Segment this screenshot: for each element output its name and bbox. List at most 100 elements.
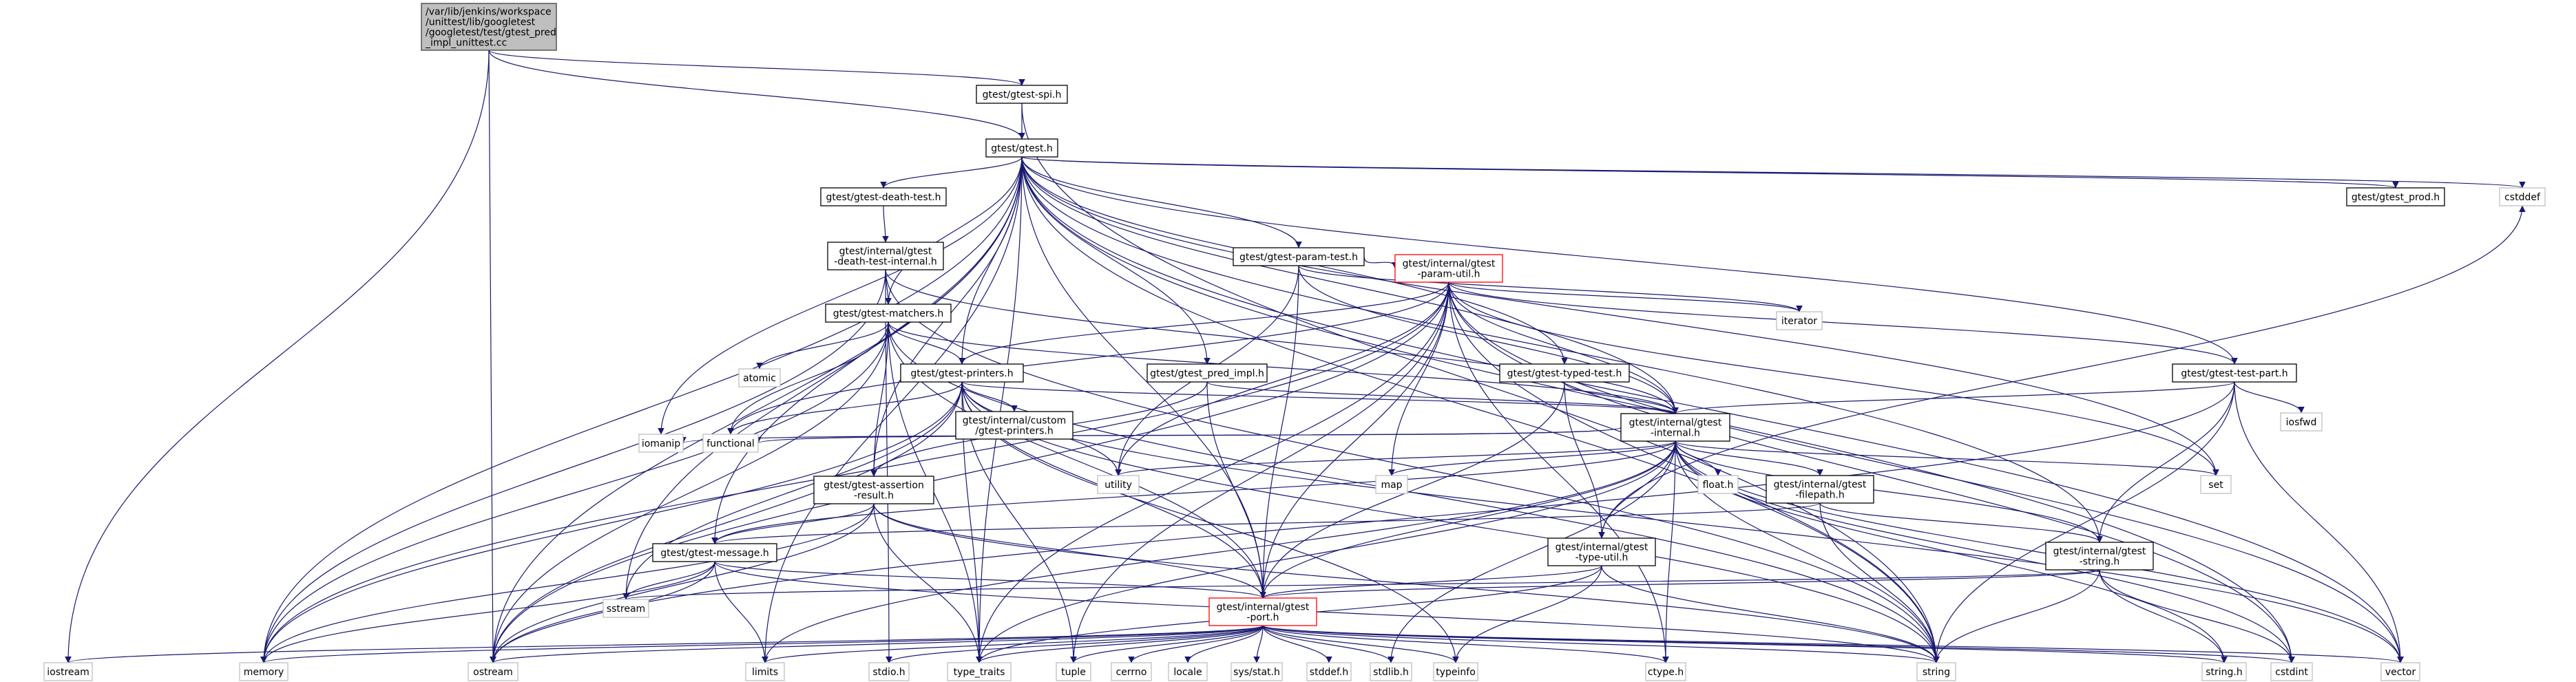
node-gtest-param-test-h[interactable]: gtest/gtest-param-test.h bbox=[1233, 247, 1365, 266]
node-gtest-pred-impl-h[interactable]: gtest/gtest_pred_impl.h bbox=[1146, 363, 1268, 383]
node-iosfwd[interactable]: iosfwd bbox=[2280, 412, 2323, 431]
edge-gtest_internal_h-to-string bbox=[1675, 440, 1940, 663]
edge-death_test_internal_h-to-gtest_internal_h bbox=[885, 269, 1679, 414]
node-type-traits[interactable]: type_traits bbox=[947, 662, 1012, 681]
node-gtest-port-h[interactable]: gtest/internal/gtest-port.h bbox=[1208, 597, 1317, 626]
edge-gtest_matchers_h-to-gtest_printers_h bbox=[888, 321, 965, 365]
node-gtest-typed-test-h[interactable]: gtest/gtest-typed-test.h bbox=[1499, 363, 1630, 383]
node-gtest-h[interactable]: gtest/gtest.h bbox=[985, 138, 1058, 158]
edge-gtest_printers_h-to-memory bbox=[260, 381, 963, 663]
node-gtest-death-test-h[interactable]: gtest/gtest-death-test.h bbox=[820, 187, 947, 206]
node-string-h[interactable]: string.h bbox=[2201, 662, 2247, 681]
node-param-util-h[interactable]: gtest/internal/gtest-param-util.h bbox=[1394, 254, 1503, 283]
node-stdlib-h[interactable]: stdlib.h bbox=[1370, 662, 1412, 681]
edge-gtest_port_h-to-cerrno bbox=[1128, 625, 1264, 663]
edge-type_util_h-to-gtest_port_h bbox=[1259, 565, 1602, 599]
node-gtest-prod-h[interactable]: gtest/gtest_prod.h bbox=[2346, 187, 2445, 206]
node-label: stddef.h bbox=[1310, 667, 1348, 678]
node-label: gtest/internal/gtest bbox=[1556, 542, 1648, 553]
node-iterator[interactable]: iterator bbox=[1776, 311, 1823, 330]
node-gtest-internal-h[interactable]: gtest/internal/gtest-internal.h bbox=[1620, 413, 1730, 442]
node-float-h[interactable]: float.h bbox=[1697, 475, 1739, 494]
node-vector[interactable]: vector bbox=[2380, 662, 2420, 681]
node-gtest-test-part-h[interactable]: gtest/gtest-test-part.h bbox=[2172, 363, 2297, 383]
node-iostream[interactable]: iostream bbox=[43, 662, 93, 681]
node-typeinfo[interactable]: typeinfo bbox=[1433, 662, 1478, 681]
node-label: iostream bbox=[47, 667, 90, 678]
edge-gtest_printers_h-to-sstream bbox=[622, 381, 963, 600]
node-string[interactable]: string bbox=[1916, 662, 1956, 681]
edge-gtest_port_h-to-cstdint bbox=[1262, 625, 2295, 663]
edge-param_util_h-to-gtest_test_part_h bbox=[1448, 281, 2238, 365]
node-assertion-result-h[interactable]: gtest/gtest-assertion-result.h bbox=[813, 476, 934, 504]
node-cstddef[interactable]: cstddef bbox=[2499, 187, 2546, 206]
edge-gtest_h-to-gtest_param_test_h bbox=[1021, 156, 1302, 248]
node-box bbox=[2045, 542, 2154, 571]
node-cstdint[interactable]: cstdint bbox=[2270, 662, 2313, 681]
node-label: gtest/internal/gtest bbox=[1403, 259, 1496, 270]
node-gtest-string-h[interactable]: gtest/internal/gtest-string.h bbox=[2045, 542, 2154, 571]
node-sys-stat-h[interactable]: sys/stat.h bbox=[1231, 662, 1283, 681]
edge-gtest_h-to-gtest_pred_impl_h bbox=[1021, 156, 1211, 365]
node-box bbox=[1499, 363, 1630, 383]
edge-root-to-ostream bbox=[488, 50, 496, 663]
edge-gtest_h-to-gtest_printers_h bbox=[959, 156, 1023, 365]
node-map[interactable]: map bbox=[1375, 475, 1408, 494]
edge-root-to-iostream bbox=[65, 50, 490, 663]
edge-gtest_test_part_h-to-gtest_string_h bbox=[2096, 381, 2235, 543]
node-gtest-printers-h[interactable]: gtest/gtest-printers.h bbox=[900, 363, 1024, 383]
node-gtest-message-h[interactable]: gtest/gtest-message.h bbox=[652, 543, 777, 562]
node-limits[interactable]: limits bbox=[745, 662, 785, 681]
edge-filepath_h-to-gtest_string_h bbox=[1819, 502, 2103, 543]
node-root[interactable]: /var/lib/jenkins/workspace/unittest/lib/… bbox=[421, 3, 557, 51]
node-label: /gtest-printers.h bbox=[975, 426, 1053, 437]
node-memory[interactable]: memory bbox=[239, 662, 289, 681]
node-utility[interactable]: utility bbox=[1097, 475, 1140, 494]
edge-gtest_h-to-gtest_matchers_h bbox=[885, 156, 1023, 305]
edge-gtest_port_h-to-tuple bbox=[1070, 625, 1264, 663]
edge-gtest_port_h-to-stddef_h bbox=[1262, 625, 1332, 663]
node-filepath-h[interactable]: gtest/internal/gtest-filepath.h bbox=[1766, 475, 1874, 504]
edge-gtest_h-to-ostream bbox=[490, 156, 1023, 663]
edge-gtest_internal_h-to-gtest_string_h bbox=[1675, 440, 2103, 543]
node-label: stdio.h bbox=[872, 667, 905, 678]
edge-type_util_h-to-typeinfo bbox=[1452, 565, 1602, 663]
header-nodes: /var/lib/jenkins/workspace/unittest/lib/… bbox=[43, 3, 2546, 681]
node-cerrno[interactable]: cerrno bbox=[1111, 662, 1152, 681]
edge-gtest_h-to-memory bbox=[260, 156, 1023, 663]
edge-gtest_h-to-gtest_death_test_h bbox=[880, 156, 1023, 189]
node-box bbox=[1645, 662, 1686, 681]
node-ostream[interactable]: ostream bbox=[468, 662, 519, 681]
edge-gtest_port_h-to-typeinfo bbox=[1262, 625, 1459, 663]
node-label: set bbox=[2208, 480, 2223, 491]
node-functional[interactable]: functional bbox=[702, 434, 759, 453]
node-label: -internal.h bbox=[1651, 428, 1700, 439]
node-ctype-h[interactable]: ctype.h bbox=[1645, 662, 1686, 681]
edge-gtest_port_h-to-string_h bbox=[1262, 625, 2228, 663]
node-atomic[interactable]: atomic bbox=[738, 368, 781, 387]
node-iomanip[interactable]: iomanip bbox=[638, 434, 684, 453]
edge-gtest_internal_h-to-utility bbox=[1115, 440, 1676, 476]
node-death-test-internal-h[interactable]: gtest/internal/gtest-death-test-internal… bbox=[827, 242, 944, 270]
node-label: typeinfo bbox=[1436, 667, 1476, 678]
node-type-util-h[interactable]: gtest/internal/gtest-type-util.h bbox=[1547, 537, 1656, 566]
node-box bbox=[1097, 475, 1140, 494]
node-box bbox=[1697, 475, 1739, 494]
edge-gtest_internal_h-to-type_traits bbox=[976, 440, 1676, 663]
node-stdio-h[interactable]: stdio.h bbox=[868, 662, 910, 681]
node-label: gtest/gtest-death-test.h bbox=[826, 192, 941, 203]
node-set[interactable]: set bbox=[2200, 475, 2232, 494]
node-label: /googletest/test/gtest_pred bbox=[426, 28, 556, 39]
node-tuple[interactable]: tuple bbox=[1056, 662, 1091, 681]
node-sstream[interactable]: sstream bbox=[603, 599, 649, 618]
edge-param_util_h-to-vector bbox=[1448, 281, 2404, 663]
edge-gtest_message_h-to-string bbox=[714, 561, 1940, 663]
node-gtest-matchers-h[interactable]: gtest/gtest-matchers.h bbox=[825, 303, 952, 323]
node-gtest-spi-h[interactable]: gtest/gtest-spi.h bbox=[976, 85, 1068, 104]
edge-param_util_h-to-cstdint bbox=[1448, 281, 2295, 663]
node-stddef-h[interactable]: stddef.h bbox=[1306, 662, 1352, 681]
node-box bbox=[1394, 254, 1503, 283]
node-custom-printers-h[interactable]: gtest/internal/custom/gtest-printers.h bbox=[955, 411, 1074, 440]
node-locale[interactable]: locale bbox=[1168, 662, 1208, 681]
